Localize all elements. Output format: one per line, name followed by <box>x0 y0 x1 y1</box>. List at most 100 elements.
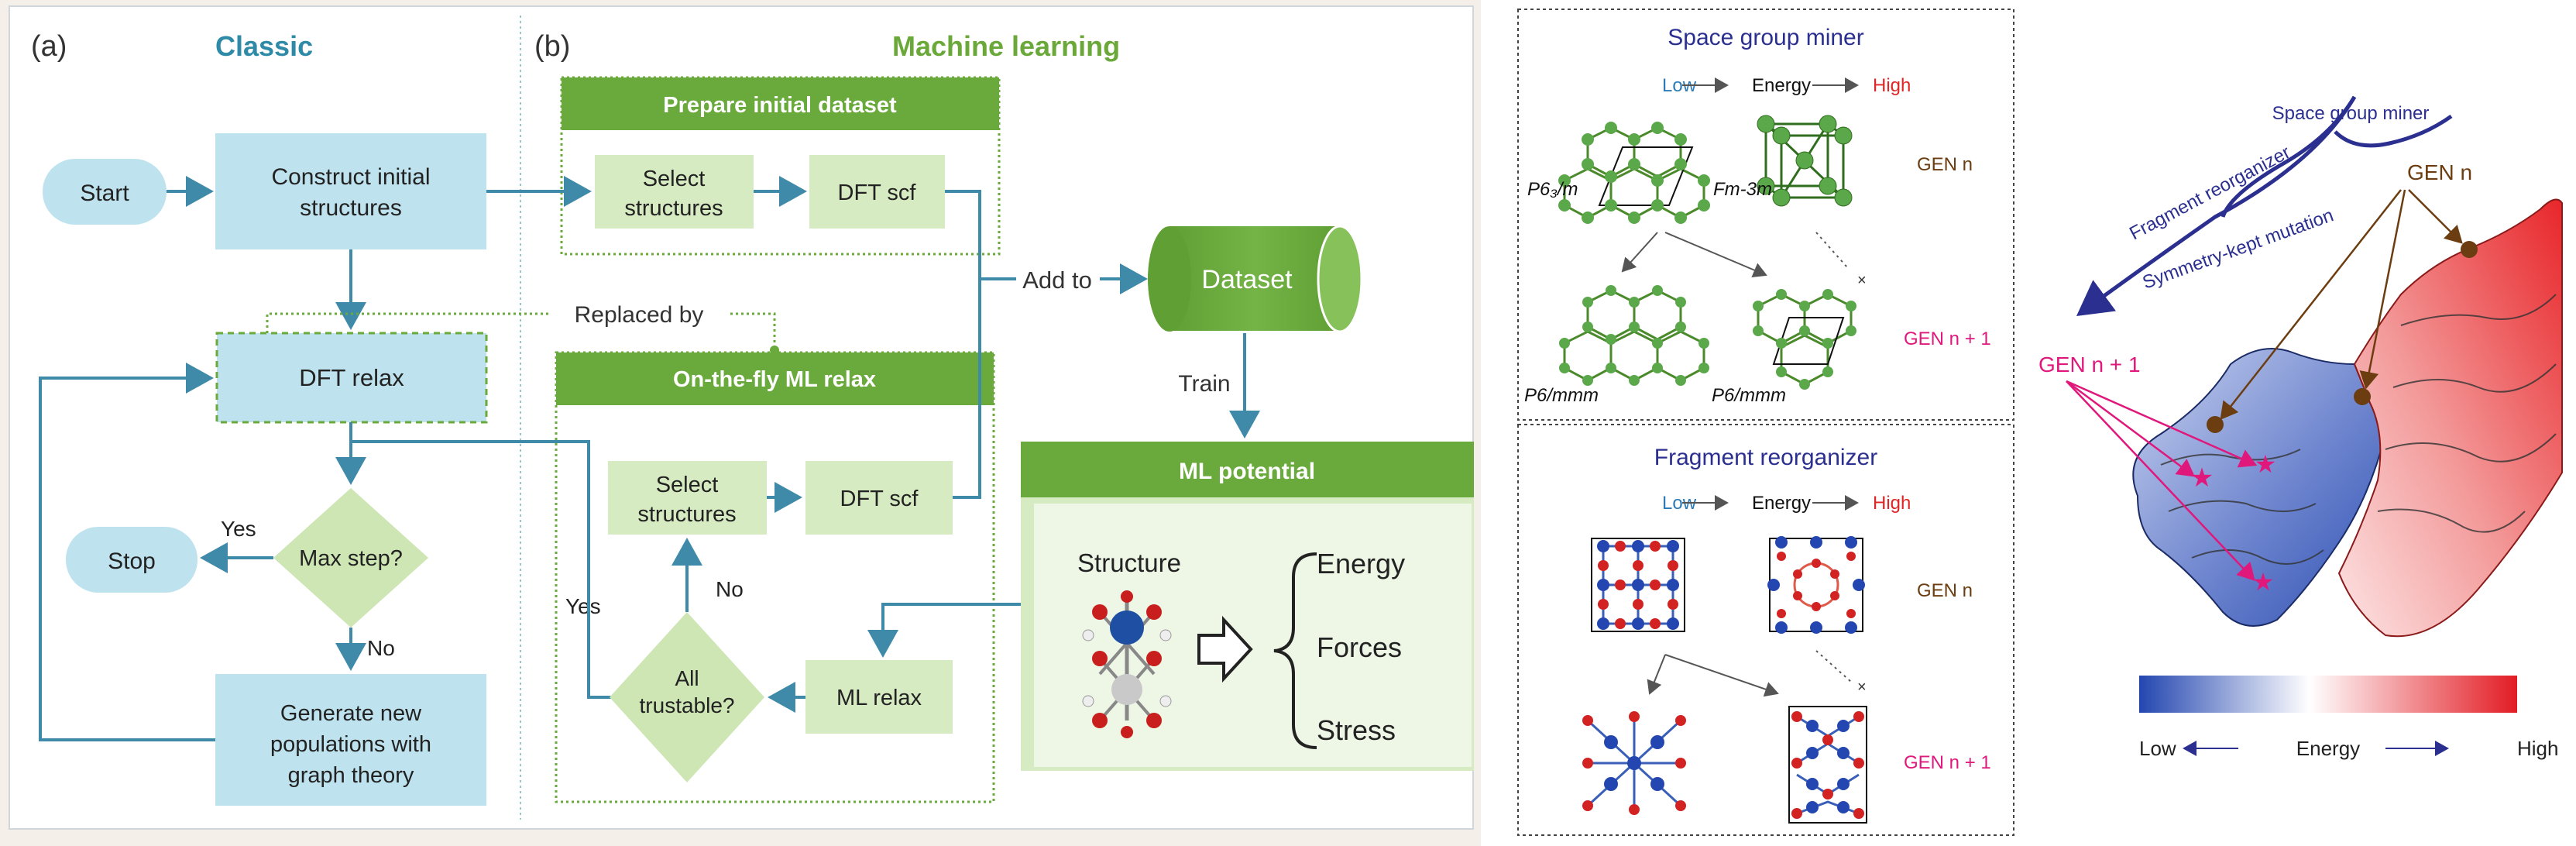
sg-label-p6mmm-2: P6/mmm <box>1712 385 1786 406</box>
dataset-label: Dataset <box>1201 265 1293 294</box>
output-energy: Energy <box>1317 548 1405 579</box>
label-a: (a) <box>31 30 67 63</box>
fragment-branch-arrow <box>2076 95 2357 316</box>
sg-arrow-right <box>1664 232 1767 277</box>
stop-node <box>66 527 197 593</box>
dft-relax-node <box>215 332 488 424</box>
sg-gen-n: GEN n <box>1917 154 1973 175</box>
colorbar-low: Low <box>2139 737 2176 760</box>
start-node <box>43 159 167 225</box>
construct-label-2: structures <box>300 195 402 221</box>
select-label-1a: Select <box>643 167 706 191</box>
fr-arrow-right <box>1664 654 1779 697</box>
fragment-reorganizer-panel <box>1517 424 2014 836</box>
sg-label-fm3m: Fm-3m <box>1713 179 1772 200</box>
prepare-dataset-title: Prepare initial dataset <box>663 93 897 118</box>
stop-label: Stop <box>108 549 156 574</box>
ml-potential-header <box>1021 442 1474 497</box>
ml-relax-node <box>805 660 953 734</box>
structure-label: Structure <box>1077 549 1181 577</box>
structure-molecule-graphic <box>1082 590 1172 738</box>
fr-crystal-3 <box>1582 711 1686 815</box>
fr-x-mark: × <box>1857 679 1867 696</box>
all-trustable-label-2: trustable? <box>640 693 735 717</box>
fr-high: High <box>1873 493 1911 514</box>
energy-landscape: ★ ★ ★ <box>2132 198 2563 638</box>
construct-node <box>215 133 486 249</box>
output-forces: Forces <box>1317 631 1402 663</box>
no-label-ml: No <box>716 577 744 601</box>
ml-potential-title: ML potential <box>1179 459 1315 484</box>
fr-crystal-1 <box>1591 538 1685 632</box>
ml-arrows <box>486 176 1260 713</box>
implies-arrow <box>1197 615 1253 683</box>
max-step-label: Max step? <box>299 546 403 571</box>
fr-crystal-2 <box>1767 536 1865 634</box>
select-label-1b: structures <box>624 196 723 221</box>
colorbar-energy: Energy <box>2296 737 2360 760</box>
select-label-2b: structures <box>637 502 736 527</box>
select-label-2a: Select <box>656 473 719 497</box>
sg-crystal-p6mmm-2-atoms <box>1753 289 1856 390</box>
gen-n-arrows <box>2220 189 2463 420</box>
construct-label-1: Construct initial <box>271 164 430 190</box>
sg-high: High <box>1873 75 1911 96</box>
output-brace <box>1273 552 1317 749</box>
no-label-classic: No <box>367 636 395 660</box>
dft-scf-label-1: DFT scf <box>838 181 917 205</box>
sg-x-mark: × <box>1857 272 1867 289</box>
dataset-cylinder-back <box>1148 226 1191 332</box>
sg-arrow-left <box>1621 232 1658 273</box>
dataset-cylinder-body <box>1170 226 1340 331</box>
on-the-fly-header <box>556 352 994 405</box>
sg-crystal-fm3m-atoms <box>1757 115 1853 207</box>
symmetry-branch <box>2221 95 2357 218</box>
on-the-fly-title: On-the-fly ML relax <box>673 367 876 392</box>
train-label: Train <box>1178 371 1230 397</box>
label-b: (b) <box>534 30 570 63</box>
generate-node <box>215 674 486 806</box>
dft-scf-label-2: DFT scf <box>840 487 919 511</box>
gen-n1-arrows <box>2066 380 2258 581</box>
fr-gen-n1: GEN n + 1 <box>1904 752 1991 773</box>
sg-gen-n1: GEN n + 1 <box>1904 328 1991 349</box>
right-space-group-miner: Space group miner <box>2272 103 2430 124</box>
space-group-branch <box>2334 114 2453 148</box>
start-label: Start <box>80 181 129 206</box>
ml-title: Machine learning <box>892 30 1120 62</box>
fr-energy: Energy <box>1752 493 1811 514</box>
right-gen-n: GEN n <box>2407 160 2472 184</box>
colorbar-high: High <box>2517 737 2558 760</box>
svg-text:★: ★ <box>2252 568 2275 596</box>
dft-scf-node-2 <box>805 461 953 535</box>
output-stress: Stress <box>1317 714 1396 746</box>
svg-text:★: ★ <box>2190 463 2214 493</box>
ml-relax-label: ML relax <box>836 686 922 710</box>
sg-label-p63m: P6₃/m <box>1527 179 1578 200</box>
on-the-fly-anchor-dot <box>770 346 779 355</box>
dft-scf-node-1 <box>809 155 945 229</box>
generate-label-3: graph theory <box>288 763 414 788</box>
replaced-by-label: Replaced by <box>575 302 704 328</box>
sg-crystal-p6mmm-1-atoms <box>1559 285 1709 386</box>
sg-label-p6mmm-1: P6/mmm <box>1524 385 1599 406</box>
fr-crystal-4 <box>1788 706 1867 824</box>
all-trustable-diamond <box>610 612 764 782</box>
right-gen-n1: GEN n + 1 <box>2038 352 2141 377</box>
select-structures-node-2 <box>608 461 767 535</box>
classic-title: Classic <box>215 30 313 62</box>
fr-gen-n: GEN n <box>1917 580 1973 601</box>
sg-arrow-dashed <box>1815 232 1848 268</box>
fr-title: Fragment reorganizer <box>1654 445 1877 470</box>
energy-colorbar <box>2139 676 2517 713</box>
generate-label-1: Generate new <box>280 701 422 726</box>
add-to-label: Add to <box>1022 267 1092 294</box>
max-step-diamond <box>273 488 428 628</box>
yes-label-classic: Yes <box>221 517 256 541</box>
sg-energy: Energy <box>1752 75 1811 96</box>
sg-title: Space group miner <box>1668 25 1863 50</box>
replaced-by-bg <box>550 298 728 329</box>
dataset-cylinder-front <box>1317 225 1363 333</box>
prepare-dataset-header <box>562 77 999 130</box>
